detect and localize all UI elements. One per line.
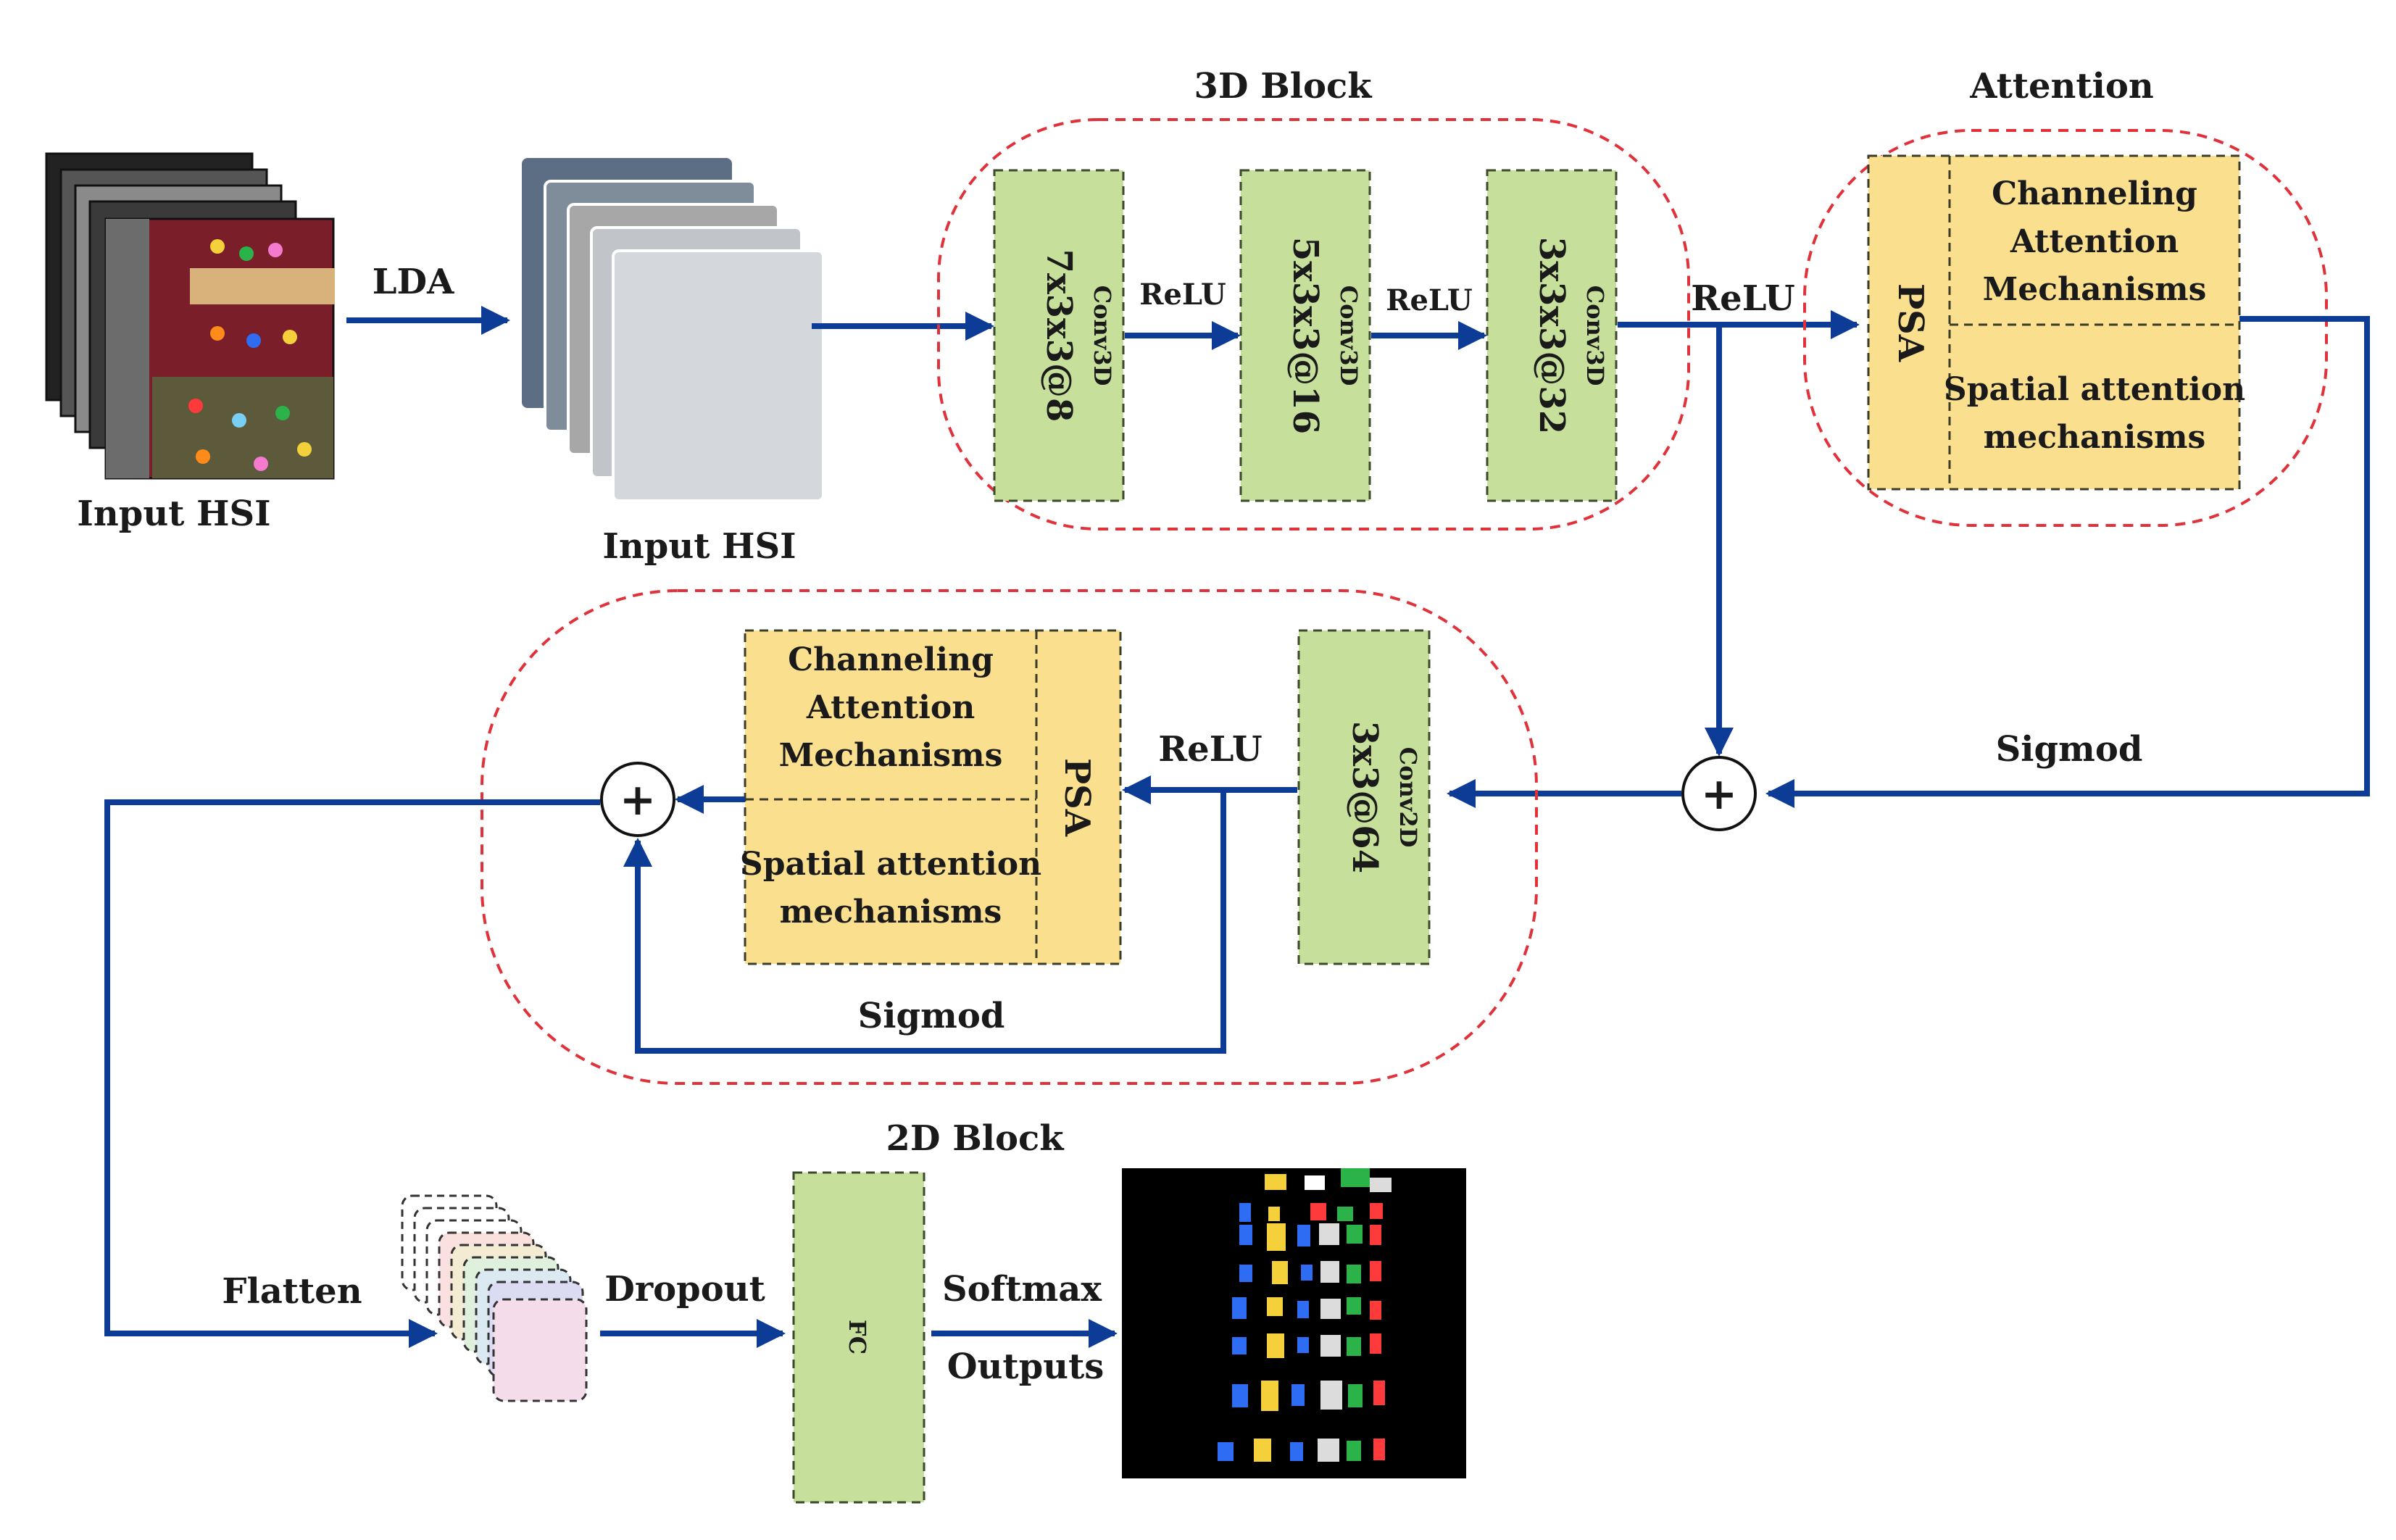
psa-top-box	[1867, 154, 2241, 491]
psa-top-channel-1: Channeling	[1992, 175, 2197, 212]
fc-label: FC	[844, 1320, 871, 1354]
sigmod-feedback-arrow	[1765, 316, 2370, 808]
conv3d-box-3	[1486, 169, 1618, 502]
sigmod-label-2: Sigmod	[858, 996, 1005, 1036]
psa-top-spatial-2: mechanisms	[1984, 419, 2206, 456]
relu-label-1: ReLU	[1139, 278, 1226, 312]
fc-box	[792, 1171, 925, 1504]
conv3d-box-2	[1239, 169, 1371, 502]
conv3d-type-2: Conv3D	[1335, 286, 1363, 386]
conv3d-spec-1: 7x3x3@8	[1039, 249, 1079, 423]
sigmod-label-1: Sigmod	[1996, 729, 2143, 770]
psa-top-label: PSA	[1890, 283, 1931, 362]
reduced-hsi-stack	[522, 158, 825, 502]
psa-bottom-spatial-1: Spatial attention	[740, 846, 1041, 883]
input-hsi-label-2: Input HSI	[602, 526, 796, 567]
psa-bottom-channel-3: Mechanisms	[779, 737, 1003, 774]
plus-sign-1: +	[1701, 769, 1737, 820]
psa-bottom-channel-1: Channeling	[788, 641, 994, 678]
block2d-title: 2D Block	[886, 1118, 1065, 1159]
relu-label-4: ReLU	[1158, 729, 1262, 770]
flatten-label: Flatten	[222, 1271, 362, 1312]
input-hsi-label-1: Input HSI	[77, 494, 270, 534]
psa-top-spatial-1: Spatial attention	[1944, 371, 2245, 408]
conv3d-spec-2: 5x3x3@16	[1285, 237, 1326, 434]
softmax-label: Softmax	[942, 1269, 1102, 1310]
relu-label-2: ReLU	[1386, 283, 1473, 317]
sigmod-loop-arrow	[623, 790, 1226, 1054]
output-classification-map	[1122, 1168, 1466, 1478]
psa-top-channel-2: Attention	[2010, 223, 2179, 260]
psa-bottom-box	[744, 629, 1122, 965]
conv2d-type: Conv2D	[1394, 747, 1422, 848]
lda-label: LDA	[373, 262, 454, 302]
conv3d-spec-3: 3x3x3@32	[1531, 237, 1572, 434]
lower-block-outline	[481, 589, 1538, 1085]
psa-top-channel-3: Mechanisms	[1983, 271, 2207, 308]
plus-node-2	[600, 762, 675, 837]
relu-label-3: ReLU	[1691, 278, 1794, 319]
outputs-label: Outputs	[947, 1347, 1105, 1387]
block3d-outline	[937, 118, 1690, 530]
dropout-label: Dropout	[604, 1269, 765, 1310]
psa-bottom-spatial-2: mechanisms	[780, 894, 1002, 931]
conv3d-type-3: Conv3D	[1581, 286, 1609, 386]
attention-title: Attention	[1969, 66, 2154, 107]
conv2d-box	[1297, 629, 1431, 965]
psa-bottom-channel-2: Attention	[806, 689, 975, 726]
conv3d-box-1	[993, 169, 1125, 502]
to-flatten-arrow	[104, 799, 600, 1348]
plus-sign-2: +	[620, 775, 656, 825]
plus-node-1	[1681, 756, 1757, 831]
conv2d-spec: 3x3@64	[1344, 721, 1385, 873]
conv3d-type-1: Conv3D	[1089, 286, 1116, 386]
psa-bottom-label: PSA	[1057, 758, 1097, 837]
attention-outline	[1803, 129, 2328, 527]
block3d-title: 3D Block	[1194, 66, 1373, 107]
input-hsi-image-stack	[45, 152, 335, 480]
flatten-stack	[401, 1194, 588, 1402]
